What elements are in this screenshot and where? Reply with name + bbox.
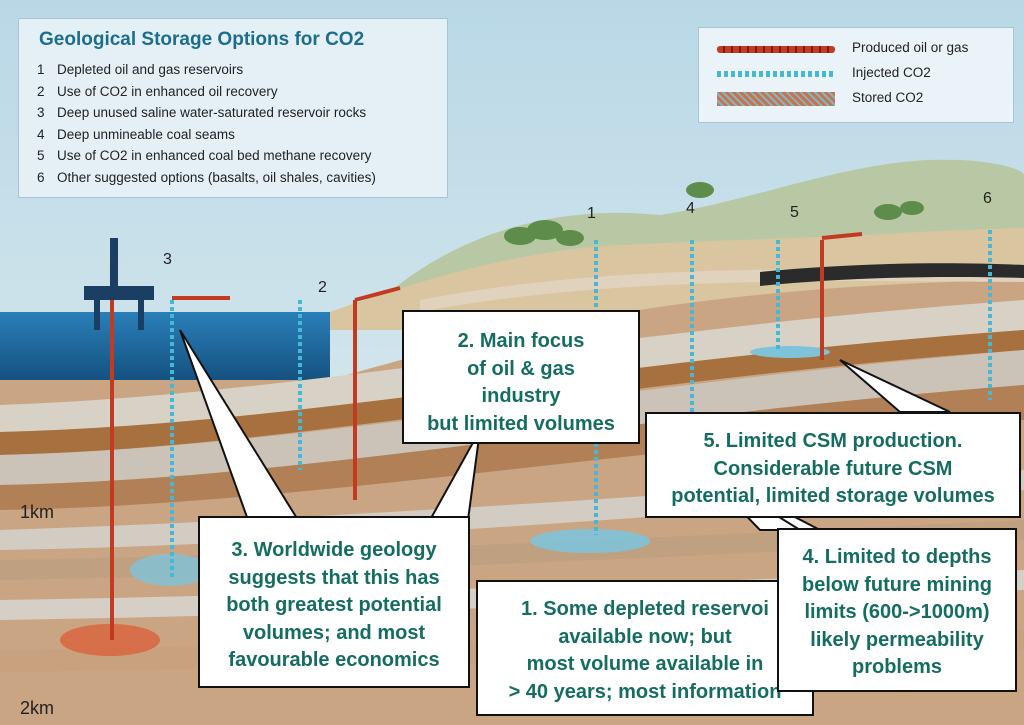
stored-co2-site-1	[530, 529, 650, 553]
stored-co2-site-5	[750, 346, 830, 358]
site-number-4: 4	[686, 200, 695, 217]
legend-injected: Injected CO2	[717, 63, 1007, 85]
injected-swatch	[717, 71, 835, 77]
sea	[0, 312, 330, 382]
legend-produced: Produced oil or gas	[717, 38, 1007, 60]
site-number-6: 6	[983, 190, 992, 207]
site-number-5: 5	[790, 204, 799, 221]
legend: Produced oil or gas Injected CO2 Stored …	[698, 27, 1014, 123]
callout-option-3: 3. Worldwide geology suggests that this …	[198, 516, 470, 688]
coal-seam	[760, 263, 1024, 286]
trees	[504, 182, 924, 246]
callout-option-5: 5. Limited CSM production. Considerable …	[645, 412, 1021, 518]
callout-option-4: 4. Limited to depths below future mining…	[777, 528, 1017, 692]
callout-option-1: 1. Some depleted reservoi available now;…	[476, 580, 814, 716]
offshore-platform	[84, 238, 154, 330]
depth-1km: 1km	[20, 502, 55, 522]
site-number-3: 3	[163, 251, 172, 268]
depth-2km: 2km	[20, 698, 55, 718]
produced-swatch	[717, 46, 835, 53]
site-number-2: 2	[318, 279, 327, 296]
panel-title: Geological Storage Options for CO2	[39, 29, 365, 50]
callout-option-2: 2. Main focus of oil & gas industry but …	[402, 310, 640, 444]
site-number-1: 1	[587, 205, 596, 222]
legend-stored: Stored CO2	[717, 88, 1007, 110]
stored-swatch	[717, 92, 835, 106]
